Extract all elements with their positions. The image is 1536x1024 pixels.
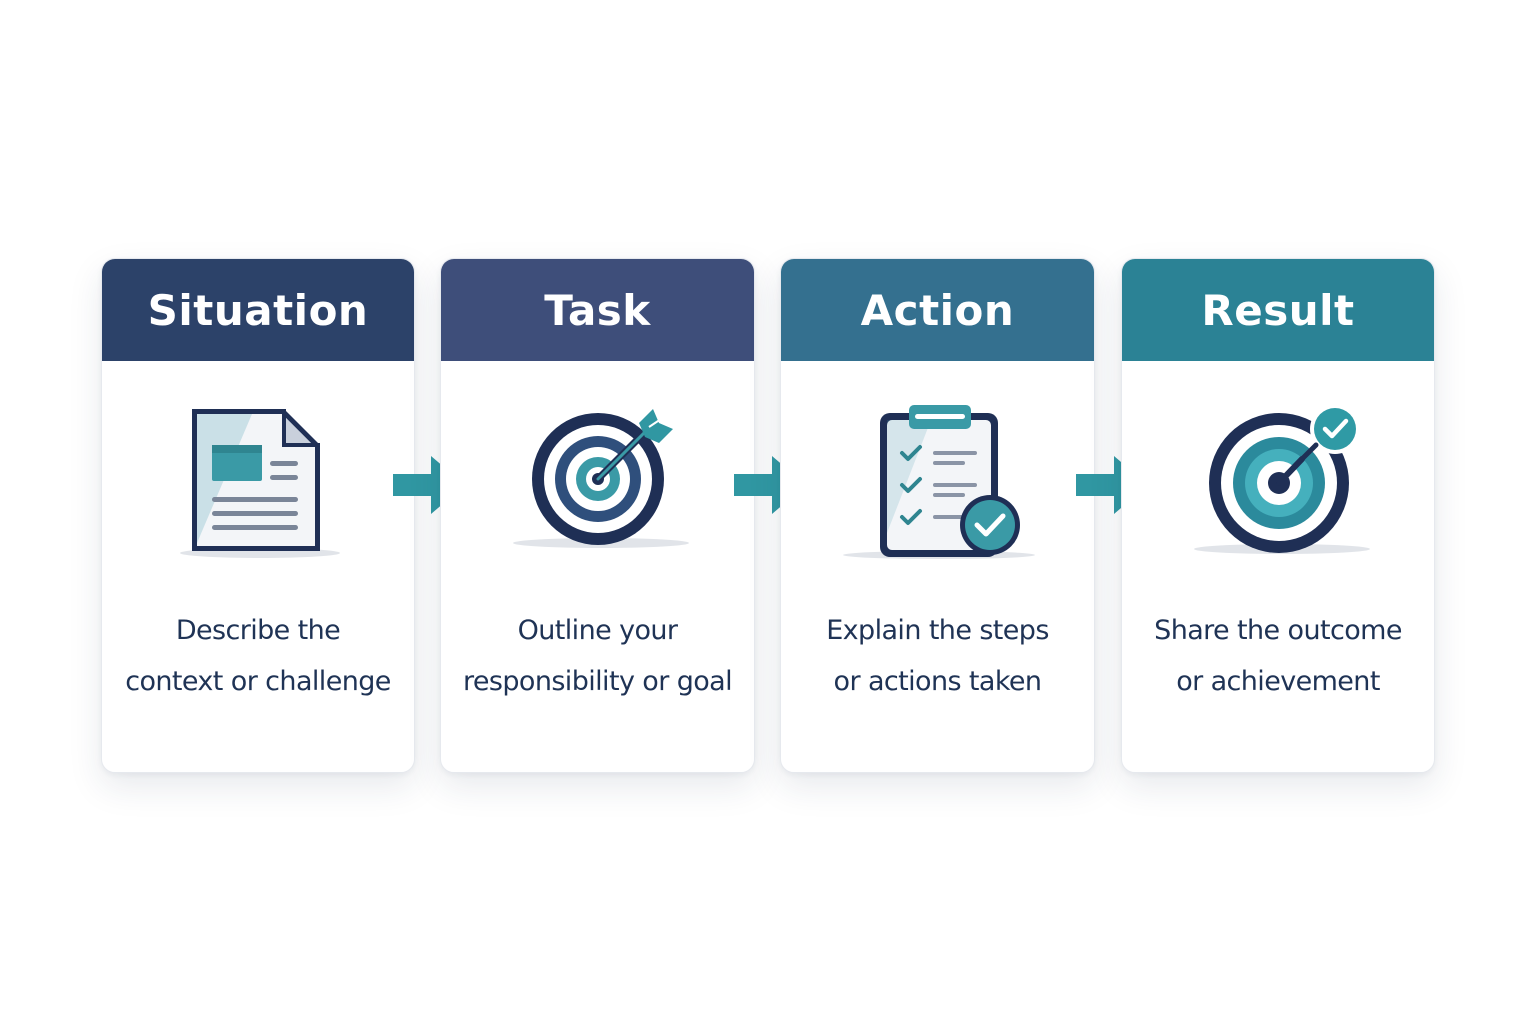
step-title: Result [1201,285,1355,335]
target-check-icon [1122,393,1434,573]
target-arrow-icon [441,393,753,573]
step-description: Explain the steps or actions taken [826,615,1049,697]
step-card-task: Task Outline your responsibility or goal [440,258,755,773]
step-title: Action [860,285,1015,335]
step-description: Outline your responsibility or goal [462,615,733,697]
step-card-situation: Situation Describe the context or cha [101,258,415,773]
step-header-task: Task [441,259,754,361]
step-card-action: Action [780,258,1095,773]
step-description: Share the outcome or achievement [1154,615,1402,697]
step-header-action: Action [781,259,1094,361]
step-card-result: Result Share the outcome or achievement [1121,258,1435,773]
step-title: Task [544,285,651,335]
step-header-situation: Situation [102,259,414,361]
checklist-clipboard-icon [781,393,1093,573]
step-description: Describe the context or challenge [125,615,391,697]
document-icon [102,393,414,573]
step-title: Situation [147,285,369,335]
step-header-result: Result [1122,259,1434,361]
